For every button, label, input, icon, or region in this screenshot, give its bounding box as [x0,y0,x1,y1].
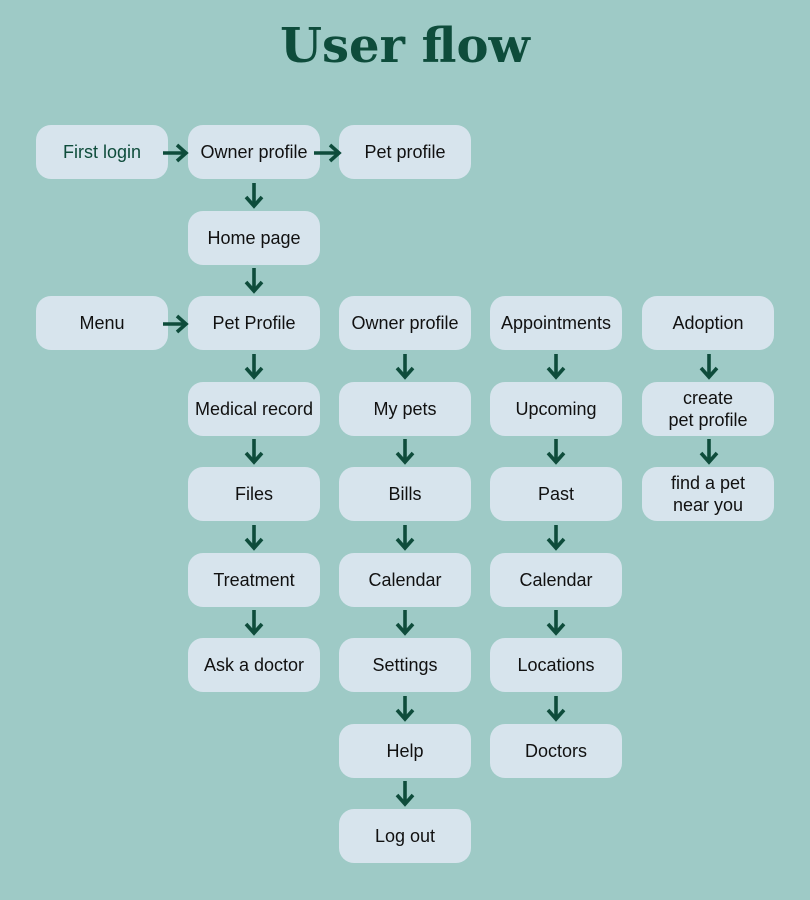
node-find-a-pet: find a pet near you [642,467,774,521]
arrow-bills-to-calendar [395,525,415,551]
node-bills: Bills [339,467,471,521]
arrow-first-login-to-owner-profile [163,143,189,163]
node-past: Past [490,467,622,521]
arrow-calendar-to-settings [395,610,415,636]
arrow-settings-to-help [395,696,415,722]
arrow-locations-to-doctors [546,696,566,722]
node-owner-profile-top: Owner profile [188,125,320,179]
node-calendar-owner: Calendar [339,553,471,607]
node-help: Help [339,724,471,778]
arrow-my-pets-to-bills [395,439,415,465]
arrow-appointments-to-upcoming [546,354,566,380]
node-medical-record: Medical record [188,382,320,436]
node-calendar-appointments: Calendar [490,553,622,607]
arrow-owner-profile-to-pet-profile [314,143,342,163]
arrow-help-to-log-out [395,781,415,807]
node-settings: Settings [339,638,471,692]
arrow-menu-to-pet-profile [163,314,189,334]
arrow-medical-record-to-files [244,439,264,465]
node-log-out: Log out [339,809,471,863]
node-pet-profile: Pet Profile [188,296,320,350]
node-first-login: First login [36,125,168,179]
node-owner-profile: Owner profile [339,296,471,350]
node-adoption: Adoption [642,296,774,350]
arrow-owner-profile-to-my-pets [395,354,415,380]
node-home-page: Home page [188,211,320,265]
node-files: Files [188,467,320,521]
node-treatment: Treatment [188,553,320,607]
arrow-create-pet-profile-to-find-a-pet [699,439,719,465]
arrow-past-to-calendar [546,525,566,551]
node-pet-profile-top: Pet profile [339,125,471,179]
node-locations: Locations [490,638,622,692]
arrow-adoption-to-create-pet-profile [699,354,719,380]
node-my-pets: My pets [339,382,471,436]
node-upcoming: Upcoming [490,382,622,436]
node-create-pet-profile: create pet profile [642,382,774,436]
arrow-owner-profile-to-home [244,183,264,209]
arrow-upcoming-to-past [546,439,566,465]
arrow-pet-profile-to-medical-record [244,354,264,380]
node-ask-a-doctor: Ask a doctor [188,638,320,692]
arrow-treatment-to-ask-a-doctor [244,610,264,636]
node-menu: Menu [36,296,168,350]
arrow-home-to-pet-profile [244,268,264,294]
diagram-title: User flow [280,18,530,74]
arrow-files-to-treatment [244,525,264,551]
node-doctors: Doctors [490,724,622,778]
arrow-calendar-to-locations [546,610,566,636]
node-appointments: Appointments [490,296,622,350]
